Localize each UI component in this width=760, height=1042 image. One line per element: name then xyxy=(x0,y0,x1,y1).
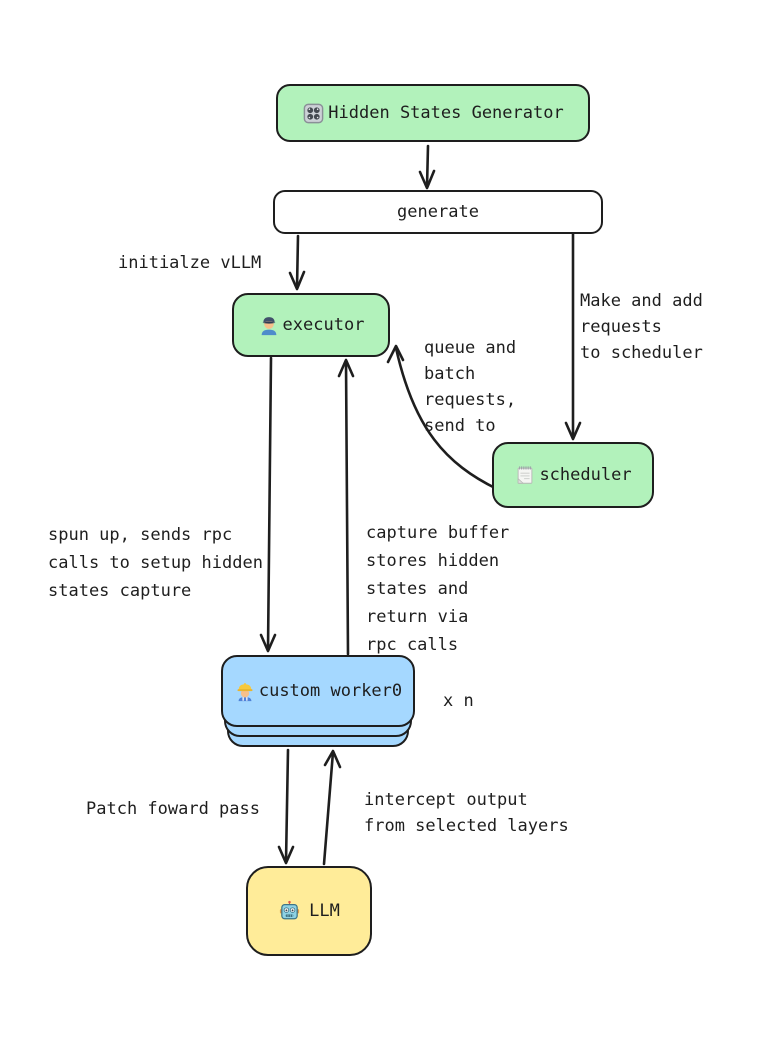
arrowhead-scheduler-executor xyxy=(386,344,405,364)
arrowhead-generate-executor xyxy=(288,270,306,291)
edge-generate-executor xyxy=(295,234,300,290)
label-spun-up: spun up, sends rpc calls to setup hidden… xyxy=(48,525,263,601)
label-worker-multiplier: x n xyxy=(443,691,474,711)
arrowhead-worker-executor xyxy=(337,358,355,378)
node-executor: executor xyxy=(232,293,390,357)
construction-worker-icon xyxy=(237,683,253,702)
edge-llm-worker xyxy=(322,750,335,866)
llm-label: LLM xyxy=(309,901,340,921)
label-patch-forward: Patch foward pass xyxy=(86,799,260,819)
node-hidden-states-generator: Hidden States Generator xyxy=(276,84,590,142)
label-capture-buffer: capture buffer stores hidden states and … xyxy=(366,523,510,655)
scheduler-label: scheduler xyxy=(539,465,632,485)
edge-worker-executor xyxy=(344,359,350,656)
edge-worker-llm xyxy=(284,748,290,864)
generate-label: generate xyxy=(397,202,479,222)
executor-label: executor xyxy=(282,315,365,335)
node-scheduler: scheduler xyxy=(492,442,654,508)
arrowhead-executor-worker xyxy=(259,633,277,653)
node-generate: generate xyxy=(273,190,603,234)
label-intercept-output: intercept output from selected layers xyxy=(364,790,569,836)
worker-label: custom worker0 xyxy=(258,681,403,701)
arrowhead-generator-generate xyxy=(418,169,436,190)
spiral-notepad-icon xyxy=(518,466,533,484)
node-custom-worker: custom worker0 xyxy=(221,655,415,727)
arrowhead-generate-scheduler xyxy=(564,421,582,441)
arrowhead-worker-llm xyxy=(277,845,295,865)
edge-generator-generate xyxy=(425,144,430,189)
robot-icon xyxy=(280,900,300,919)
label-make-and-add: Make and add requests to scheduler xyxy=(580,291,703,363)
mechanic-icon xyxy=(261,317,276,336)
edge-executor-worker xyxy=(266,356,273,652)
label-queue-and-batch: queue and batch requests, send to xyxy=(424,338,517,436)
control-knobs-icon xyxy=(303,103,324,123)
arrowhead-llm-worker xyxy=(323,749,342,769)
node-llm: LLM xyxy=(246,866,372,956)
label-initialize-vllm: initialze vLLM xyxy=(118,253,262,273)
generator-label: Hidden States Generator xyxy=(328,103,564,123)
